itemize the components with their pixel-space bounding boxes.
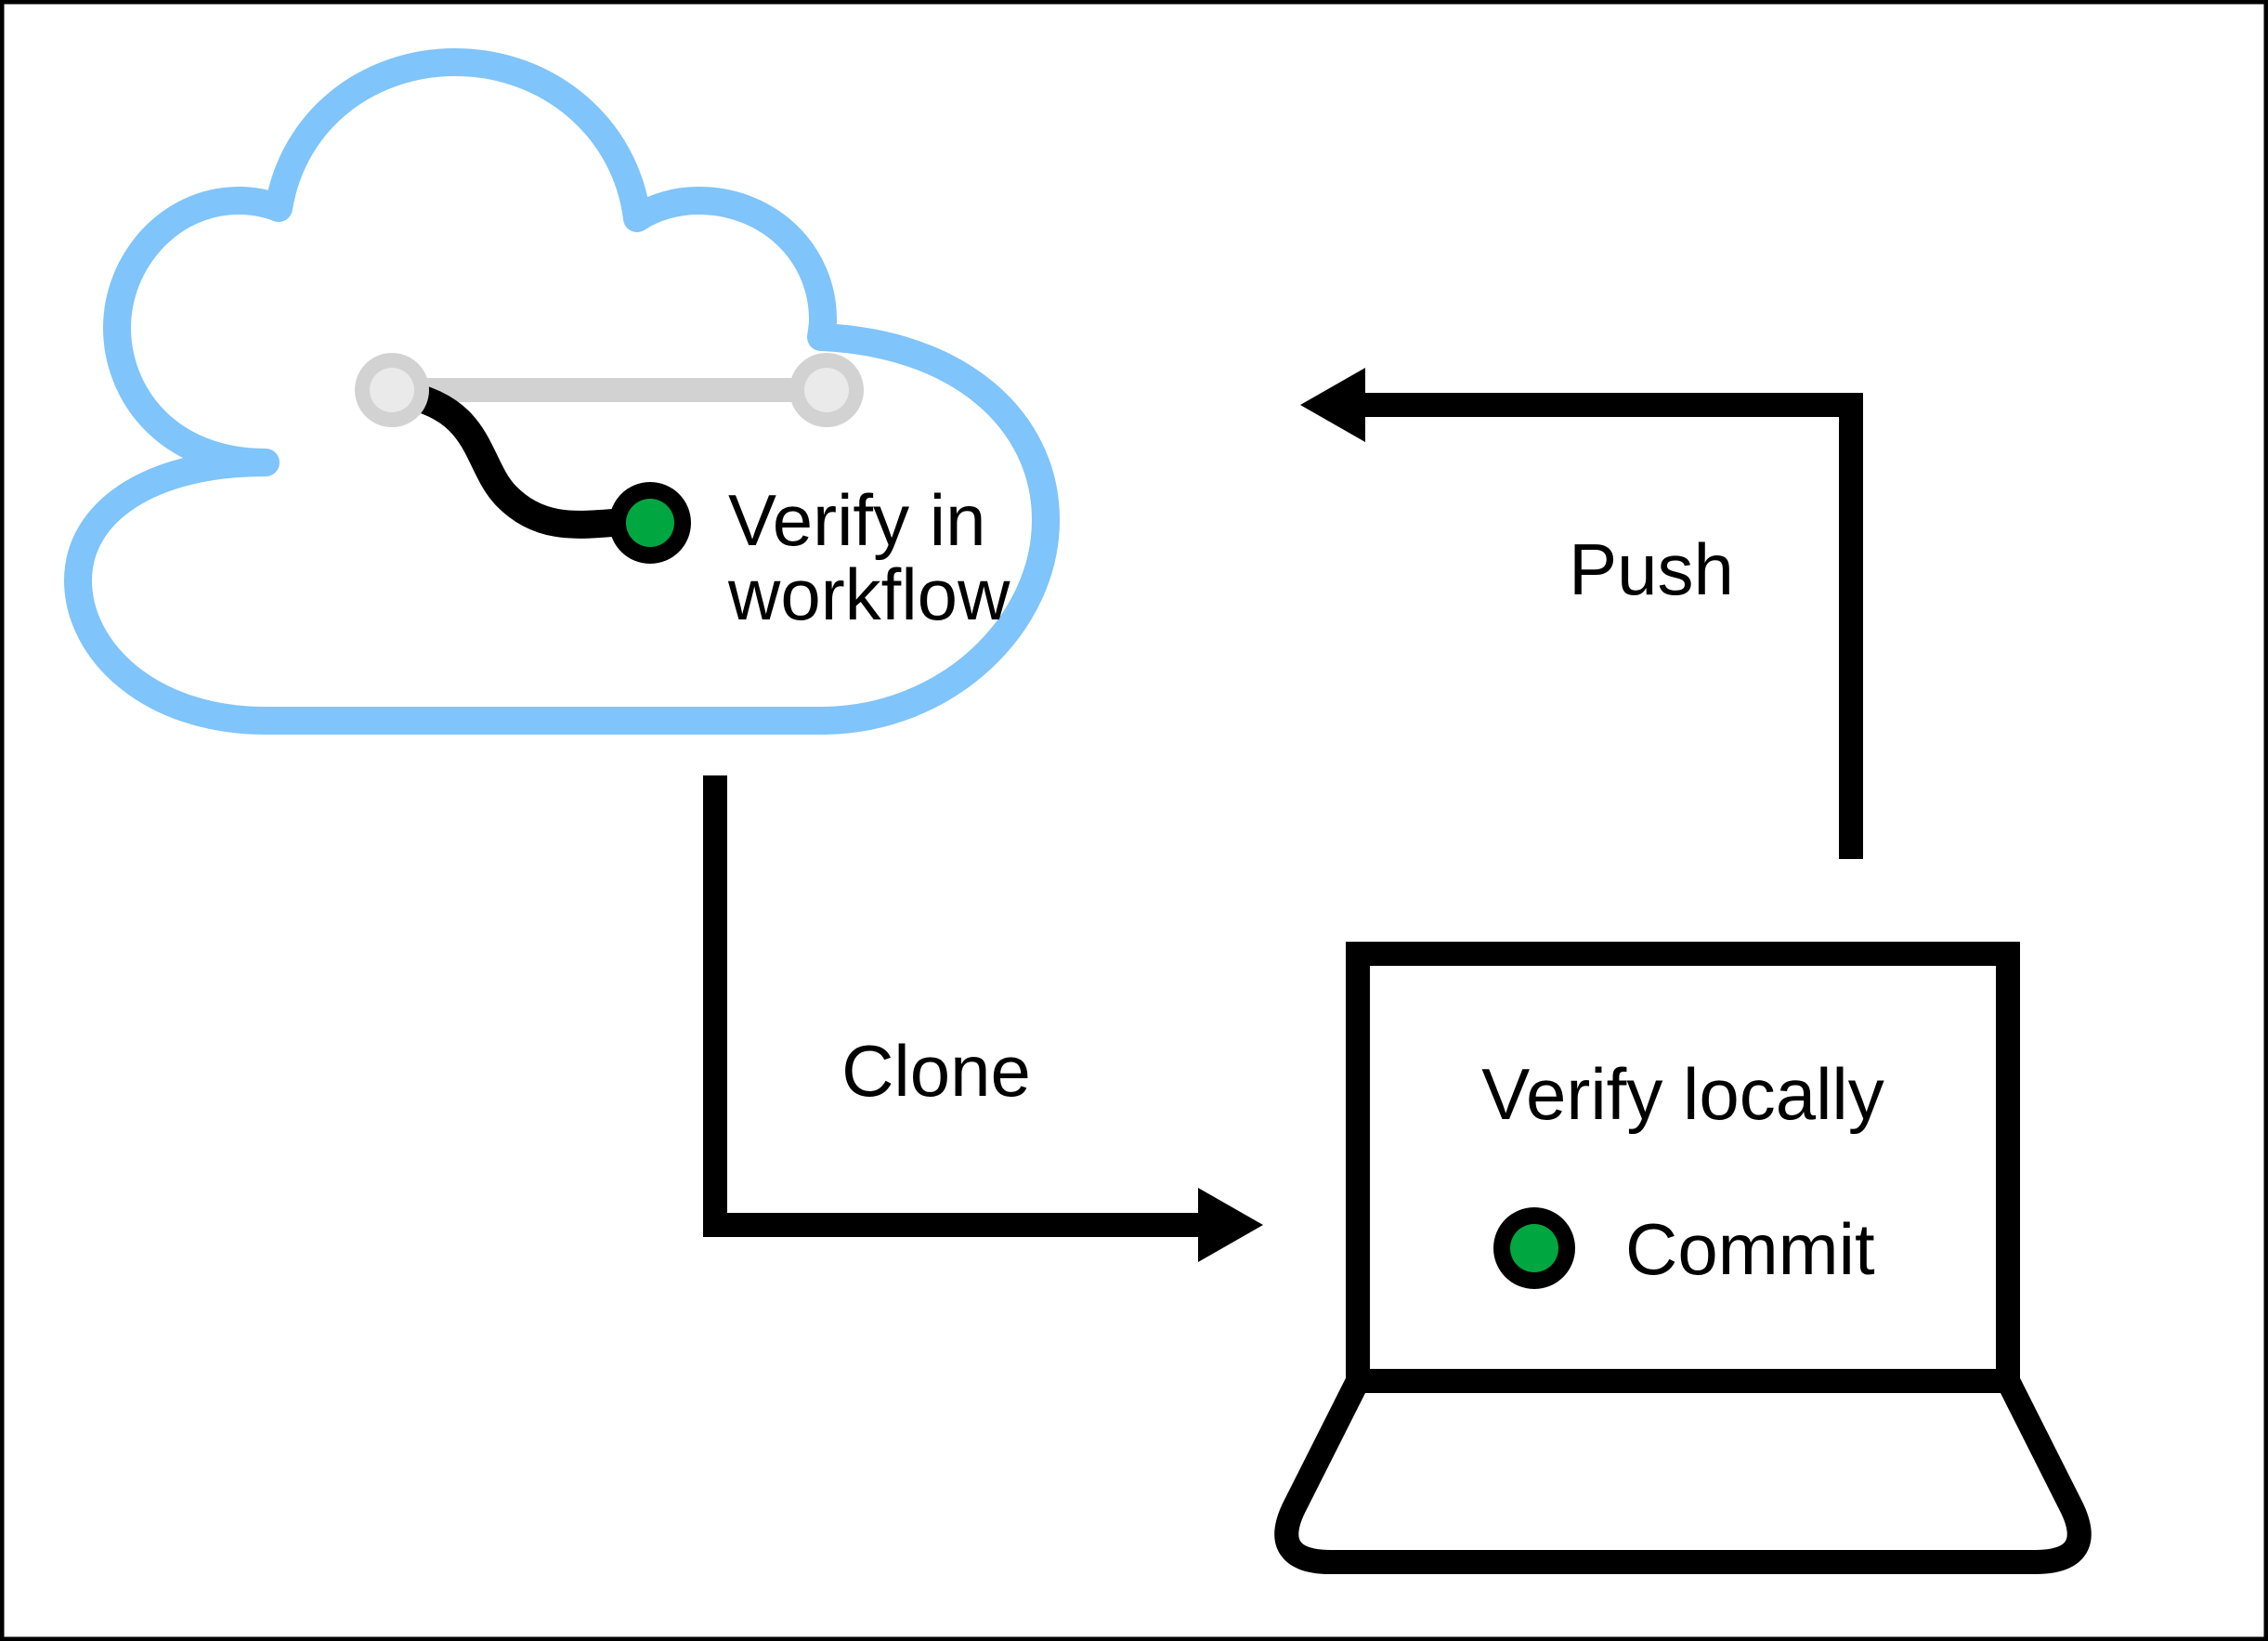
arrow-push[interactable]	[1300, 368, 1863, 859]
branch-line-black	[387, 380, 627, 539]
arrow-push-line	[1353, 393, 1863, 859]
arrow-clone-label: Clone	[841, 1030, 1031, 1112]
cloud-label-line2: workflow	[727, 554, 1010, 635]
arrow-clone-head-icon	[1198, 1188, 1263, 1262]
commit-graph	[355, 353, 864, 564]
commit-node-gray-1[interactable]	[355, 353, 429, 427]
arrow-push-label: Push	[1569, 528, 1734, 610]
laptop-commit-label: Commit	[1625, 1208, 1875, 1290]
arrow-clone[interactable]	[703, 775, 1263, 1262]
arrow-push-head-icon	[1300, 368, 1365, 442]
commit-node-green-local[interactable]	[1493, 1207, 1575, 1289]
laptop-local-machine[interactable]	[1274, 942, 2092, 1574]
arrow-clone-line	[703, 775, 1207, 1237]
cloud-label-line1: Verify in	[728, 479, 985, 561]
cloud-remote-repository[interactable]	[64, 48, 1060, 735]
laptop-screen-label: Verify locally	[1481, 1053, 1884, 1135]
commit-node-gray-2[interactable]	[789, 353, 864, 427]
laptop-screen-bezel	[1346, 942, 2020, 1393]
commit-node-green-workflow[interactable]	[609, 482, 691, 564]
laptop-base	[1274, 1369, 2092, 1574]
cloud-outline-icon	[64, 48, 1060, 735]
